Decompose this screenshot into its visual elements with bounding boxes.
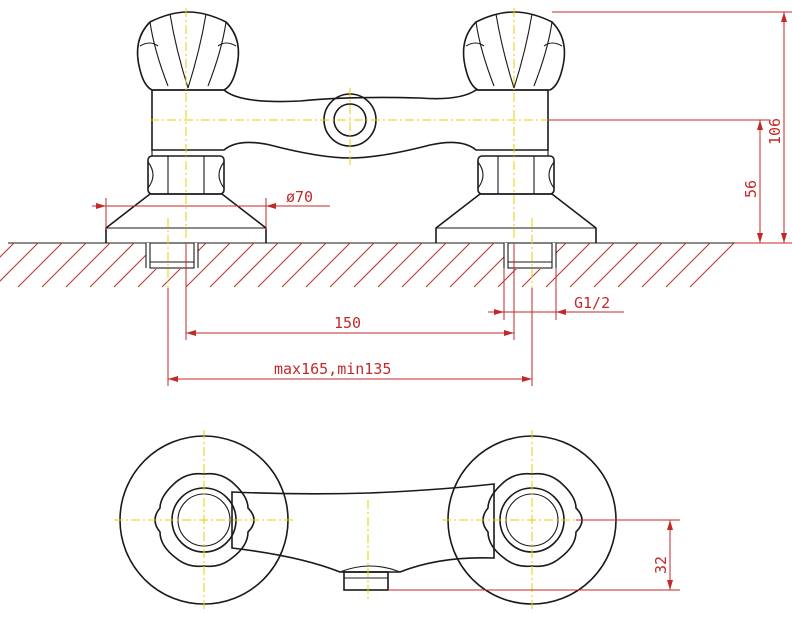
- dimension-thread: G1/2: [574, 294, 610, 312]
- top-view: 32: [114, 430, 680, 612]
- dimension-arrows: [96, 12, 787, 382]
- right-hex-nut: [477, 155, 555, 195]
- top-centerlines: [114, 430, 622, 612]
- dimension-lines: [92, 11, 792, 386]
- wall-hatching: [0, 242, 735, 288]
- depth-dimension-arrows: [667, 520, 673, 590]
- left-handle: [136, 11, 240, 91]
- right-wall-pipe: [503, 242, 557, 269]
- right-escutcheon: [435, 193, 597, 243]
- dimension-depth: 32: [652, 556, 670, 574]
- outlet-nipple: [343, 571, 389, 591]
- dimension-centers: 150: [334, 314, 361, 332]
- dimension-diameter: ø70: [286, 188, 313, 206]
- dimension-range: max165,min135: [274, 360, 391, 378]
- dimension-height-axis: 56: [742, 180, 760, 198]
- mixer-body-top: [231, 483, 495, 573]
- front-centerlines: [150, 8, 560, 288]
- depth-dimension-lines: [388, 519, 680, 591]
- left-wall-pipe: [145, 242, 199, 269]
- front-view: ø70 150 max165,min135 G1/2 106 56: [0, 8, 792, 386]
- dimension-height-total: 106: [766, 118, 784, 145]
- mixer-body: [151, 89, 549, 159]
